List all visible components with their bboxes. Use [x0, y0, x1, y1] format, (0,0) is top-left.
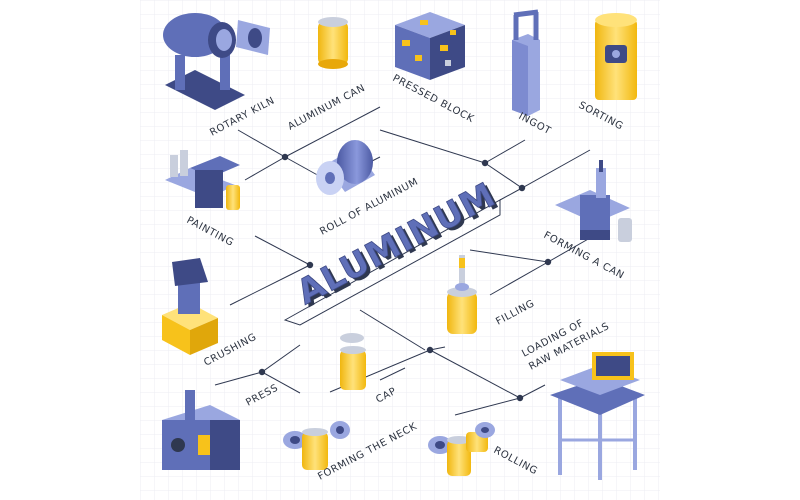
pressed-block-icon: [395, 12, 465, 80]
aluminum-can-icon: [318, 17, 348, 69]
aluminum-roll-icon: [316, 140, 375, 195]
capped-can-icon: [340, 333, 366, 390]
rolling-cans-icon: [428, 422, 495, 476]
crusher-icon: [162, 258, 218, 355]
raw-material-loader-icon: [550, 352, 645, 480]
sorting-bin-icon: [595, 13, 637, 100]
rotary-kiln-icon: [163, 13, 270, 110]
connector-nodes: [258, 153, 552, 402]
neck-forming-icon: [283, 421, 350, 470]
press-machine-icon: [162, 390, 240, 470]
filling-can-icon: [447, 255, 477, 334]
can-forming-machine-icon: [555, 160, 632, 242]
painting-machine-icon: [165, 150, 240, 210]
ingot-icon: [512, 9, 540, 116]
